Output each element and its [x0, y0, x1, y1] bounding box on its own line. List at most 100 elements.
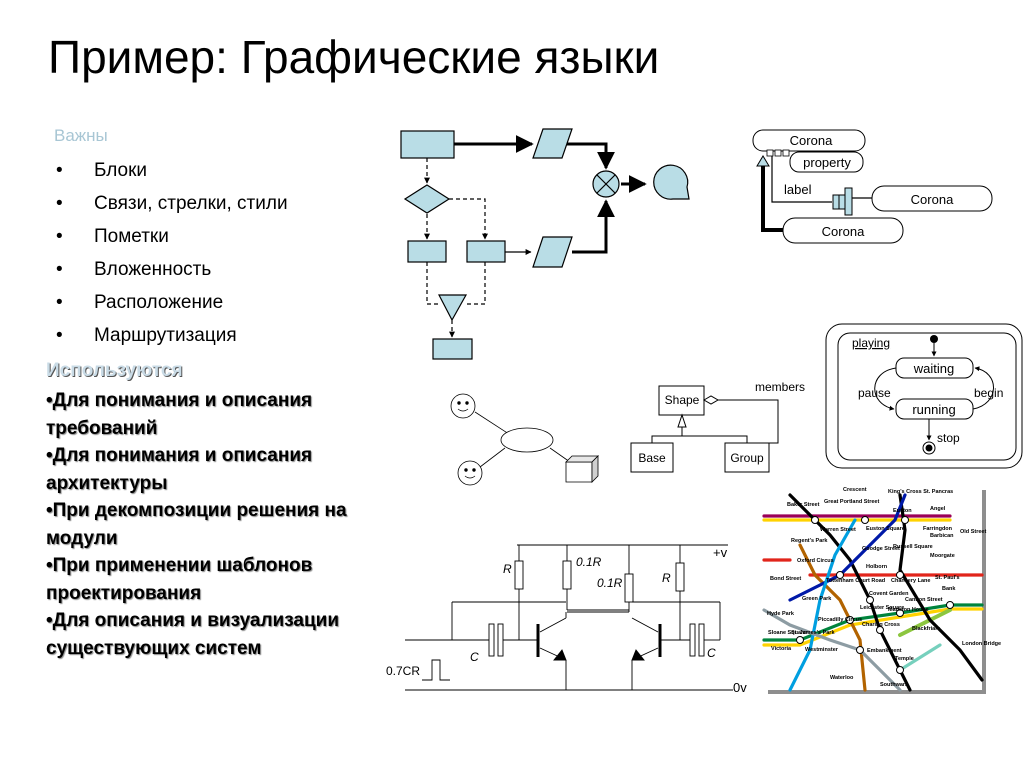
bullet-icon: • — [56, 292, 63, 313]
station-label: Leicester Square — [860, 605, 904, 611]
corona-right-label: Corona — [911, 192, 954, 207]
station-label: Tottenham Court Road — [826, 578, 885, 584]
user-icon — [457, 460, 483, 486]
station-label: Chancery Lane — [891, 578, 930, 584]
uml-base-label: Base — [638, 451, 666, 465]
bullet-icon: • — [56, 193, 63, 214]
station-label: Sloane Square — [768, 630, 806, 636]
usecase-diagram — [450, 393, 599, 486]
circuit-diagram — [405, 544, 733, 691]
station-label: Moorgate — [930, 553, 955, 559]
capacitor-label: C — [707, 646, 716, 660]
station-label: London Bridge — [962, 641, 1001, 647]
station-label: Charing Cross — [862, 622, 900, 628]
uml-shape-label: Shape — [665, 393, 700, 407]
station-label: Blackfriars — [912, 626, 940, 632]
station-label: Victoria — [771, 646, 792, 652]
station-label: Farringdon — [923, 526, 953, 532]
bullet-icon: • — [56, 325, 63, 346]
station-label: Green Park — [802, 596, 832, 602]
station-label: Baker Street — [787, 502, 820, 508]
tube-map: Crescent King's Cross St. Pancras Baker … — [762, 486, 1001, 694]
list-item: •Для понимания и описания требований — [46, 390, 313, 439]
pause-label: pause — [858, 386, 891, 400]
corona-label-text: label — [784, 182, 812, 197]
station-label: Angel — [930, 506, 946, 512]
station-label: Westminster — [805, 647, 839, 653]
uml-group-label: Group — [730, 451, 764, 465]
station-label: St. Paul's — [935, 575, 960, 581]
list-item: • Маршрутизация — [56, 322, 288, 355]
station-label: Piccadilly Circus — [818, 617, 862, 623]
station-label: King's Cross St. Pancras — [888, 489, 953, 495]
used-heading: Используются — [46, 360, 183, 381]
property-label: property — [803, 155, 851, 170]
flowchart-diagram — [400, 128, 690, 360]
corona-bottom-label: Corona — [822, 224, 865, 239]
station-label: Mansion House — [888, 607, 929, 613]
bullet-icon: • — [56, 160, 63, 181]
list-item: • Вложенность — [56, 256, 288, 289]
list-item-label: Пометки — [94, 226, 169, 247]
begin-label: begin — [974, 386, 1003, 400]
station-label: Euston Square — [866, 526, 905, 532]
corona-top-label: Corona — [790, 133, 833, 148]
stop-label: stop — [937, 431, 960, 445]
list-item-label: Расположение — [94, 292, 224, 313]
slide-title: Пример: Графические языки — [48, 31, 660, 83]
list-item: •При применении шаблонов проектирования — [46, 555, 313, 604]
list-item: • Расположение — [56, 289, 288, 322]
list-item: • Связи, стрелки, стили — [56, 190, 288, 223]
list-item: • Пометки — [56, 223, 288, 256]
playing-label: playing — [852, 336, 890, 350]
station-label: Waterloo — [830, 675, 854, 681]
station-label: Hyde Park — [767, 611, 795, 617]
corona-diagram: Corona property label Corona Corona — [752, 129, 993, 244]
user-icon — [450, 393, 476, 419]
capacitor-label: C — [470, 650, 479, 664]
zero-v-label: 0v — [733, 680, 747, 695]
bullet-icon: • — [56, 226, 63, 247]
station-label: Crescent — [843, 487, 867, 493]
station-label: Great Portland Street — [824, 499, 879, 505]
plus-v-label: +v — [713, 545, 728, 560]
list-item: •Для описания и визуализации существующи… — [46, 610, 339, 659]
station-label: Oxford Circus — [797, 558, 834, 564]
resistor-label: 0.1R — [576, 555, 602, 569]
list-item: •Для понимания и описания архитектуры — [46, 445, 313, 494]
state-running: running — [912, 402, 955, 417]
list-item-label: Связи, стрелки, стили — [94, 193, 288, 214]
station-label: Cannon Street — [905, 597, 943, 603]
station-label: Russell Square — [893, 544, 933, 550]
resistor-label: R — [503, 562, 512, 576]
statechart-diagram: playing waiting running pause begin stop — [825, 323, 1023, 469]
uml-diagram: Shape Base Group members — [630, 380, 805, 473]
station-label: Southwark — [880, 682, 909, 688]
station-label: Temple — [895, 656, 914, 662]
station-label: Warren Street — [820, 527, 856, 533]
resistor-label: R — [662, 571, 671, 585]
station-label: Embankment — [867, 648, 902, 654]
circuit-labels: +v 0v R 0.1R 0.1R R C C 0.7CR — [386, 545, 747, 695]
important-list: • Блоки • Связи, стрелки, стили • Пометки •… — [56, 157, 288, 355]
station-label: Regent's Park — [791, 538, 828, 544]
station-label: Euston — [893, 508, 912, 514]
list-item-label: Блоки — [94, 160, 148, 181]
resistor-label: 0.1R — [597, 576, 623, 590]
list-item-label: Вложенность — [94, 259, 212, 280]
station-label: St. James's Park — [791, 630, 835, 636]
station-label: Bank — [942, 586, 956, 592]
important-heading: Важны — [54, 126, 108, 145]
uml-members-label: members — [755, 380, 805, 394]
station-label: Barbican — [930, 533, 954, 539]
station-label: Holborn — [866, 564, 888, 570]
bullet-icon: • — [56, 259, 63, 280]
station-label: Goodge Street — [862, 546, 900, 552]
list-item: •При декомпозиции решения на модули — [46, 500, 347, 549]
used-list: •Для понимания и описания требований •Дл… — [46, 387, 376, 662]
pulse-label: 0.7CR — [386, 664, 420, 678]
station-label: Old Street — [960, 529, 986, 535]
station-label: Covent Garden — [869, 591, 909, 597]
list-item-label: Маршрутизация — [94, 325, 237, 346]
